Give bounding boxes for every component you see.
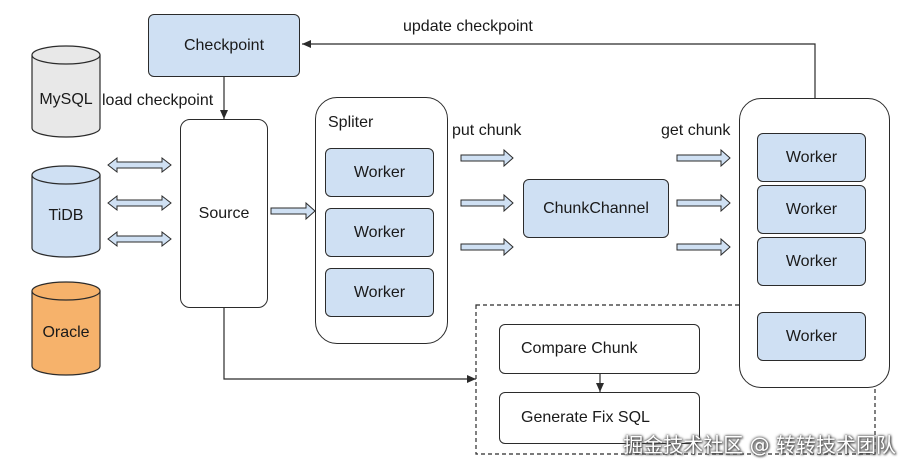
source-to-spliter-arrow bbox=[270, 201, 316, 221]
worker-label: Worker bbox=[785, 200, 838, 218]
source-label: Source bbox=[198, 204, 250, 222]
worker-label: Worker bbox=[785, 148, 838, 166]
worker-label: Worker bbox=[353, 283, 406, 301]
db-source-double-arrow bbox=[107, 230, 172, 248]
spliter-title: Spliter bbox=[328, 114, 374, 131]
chunk-channel-label: ChunkChannel bbox=[543, 199, 649, 217]
watermark: 掘金技术社区 @ 转转技术团队 bbox=[623, 433, 896, 457]
get-chunk-label: get chunk bbox=[661, 122, 731, 139]
checkpoint-node: Checkpoint bbox=[148, 14, 300, 77]
get-chunk-arrow bbox=[676, 193, 731, 213]
checkpoint-label: Checkpoint bbox=[183, 36, 265, 54]
pool-worker: Worker bbox=[757, 185, 866, 234]
compare-chunk-node: Compare Chunk bbox=[499, 324, 700, 374]
worker-label: Worker bbox=[785, 327, 838, 345]
worker-label: Worker bbox=[353, 163, 406, 181]
generate-fix-sql-node: Generate Fix SQL bbox=[499, 392, 700, 444]
database-cylinder-mysql bbox=[31, 45, 101, 138]
pool-worker: Worker bbox=[757, 237, 866, 286]
put-chunk-arrow bbox=[460, 193, 514, 213]
put-chunk-arrow bbox=[460, 237, 514, 257]
db-source-double-arrow bbox=[107, 194, 172, 212]
pool-worker: Worker bbox=[757, 312, 866, 361]
spliter-worker: Worker bbox=[325, 148, 434, 197]
compare-region bbox=[475, 304, 876, 455]
database-cylinder-tidb bbox=[31, 165, 101, 258]
get-chunk-arrow bbox=[676, 148, 731, 168]
put-chunk-label: put chunk bbox=[452, 122, 522, 139]
load-checkpoint-label: load checkpoint bbox=[102, 92, 214, 109]
put-chunk-arrow bbox=[460, 148, 514, 168]
chunk-channel-node: ChunkChannel bbox=[523, 179, 669, 238]
spliter-worker: Worker bbox=[325, 268, 434, 317]
database-label-oracle: Oracle bbox=[42, 324, 90, 341]
database-label-mysql: MySQL bbox=[39, 91, 93, 108]
pool-worker: Worker bbox=[757, 133, 866, 182]
update-checkpoint-label: update checkpoint bbox=[403, 18, 533, 35]
worker-label: Worker bbox=[785, 252, 838, 270]
worker-label: Worker bbox=[353, 223, 406, 241]
db-source-double-arrow bbox=[107, 156, 172, 174]
generate-fix-sql-label: Generate Fix SQL bbox=[521, 409, 650, 426]
compare-chunk-label: Compare Chunk bbox=[521, 340, 638, 357]
spliter-worker: Worker bbox=[325, 208, 434, 257]
get-chunk-arrow bbox=[676, 237, 731, 257]
source-node: Source bbox=[180, 119, 268, 308]
database-label-tidb: TiDB bbox=[48, 207, 84, 224]
database-cylinder-oracle bbox=[31, 281, 101, 376]
update-checkpoint-edge bbox=[302, 40, 816, 98]
source-to-compare-edge bbox=[223, 308, 476, 383]
